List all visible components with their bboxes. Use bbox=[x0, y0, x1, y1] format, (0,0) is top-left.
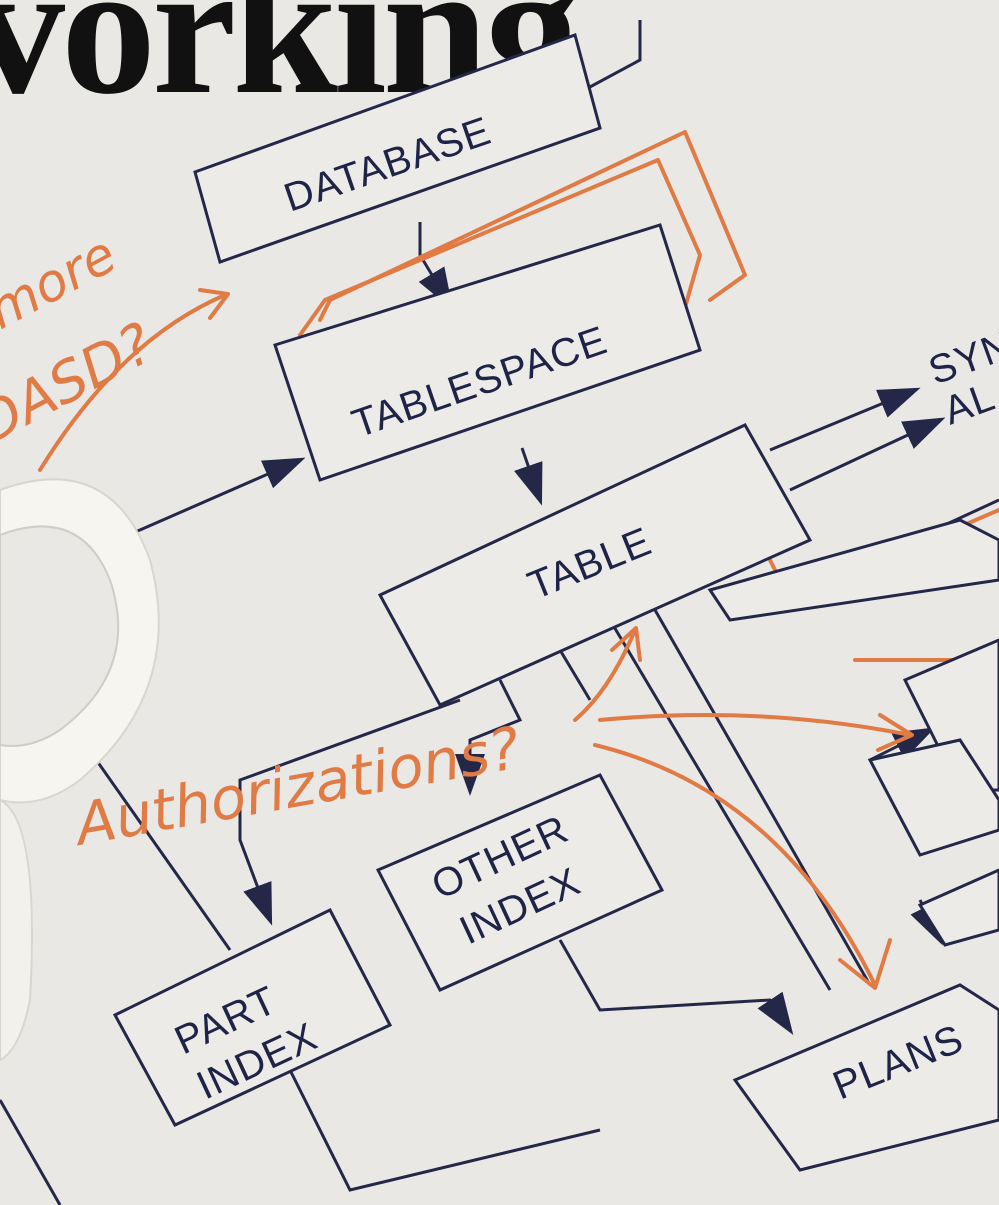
part-index-box: PART INDEX bbox=[112, 908, 393, 1127]
table-box: TABLE bbox=[377, 423, 813, 707]
right-cut-boxes bbox=[707, 518, 999, 947]
binder-ring-image bbox=[0, 478, 160, 1062]
plans-box: PLANS bbox=[732, 983, 999, 1172]
other-index-box: OTHER INDEX bbox=[375, 773, 665, 992]
tablespace-box: TABLESPACE bbox=[273, 223, 702, 482]
annotation-dasd: DASD? bbox=[0, 311, 164, 458]
